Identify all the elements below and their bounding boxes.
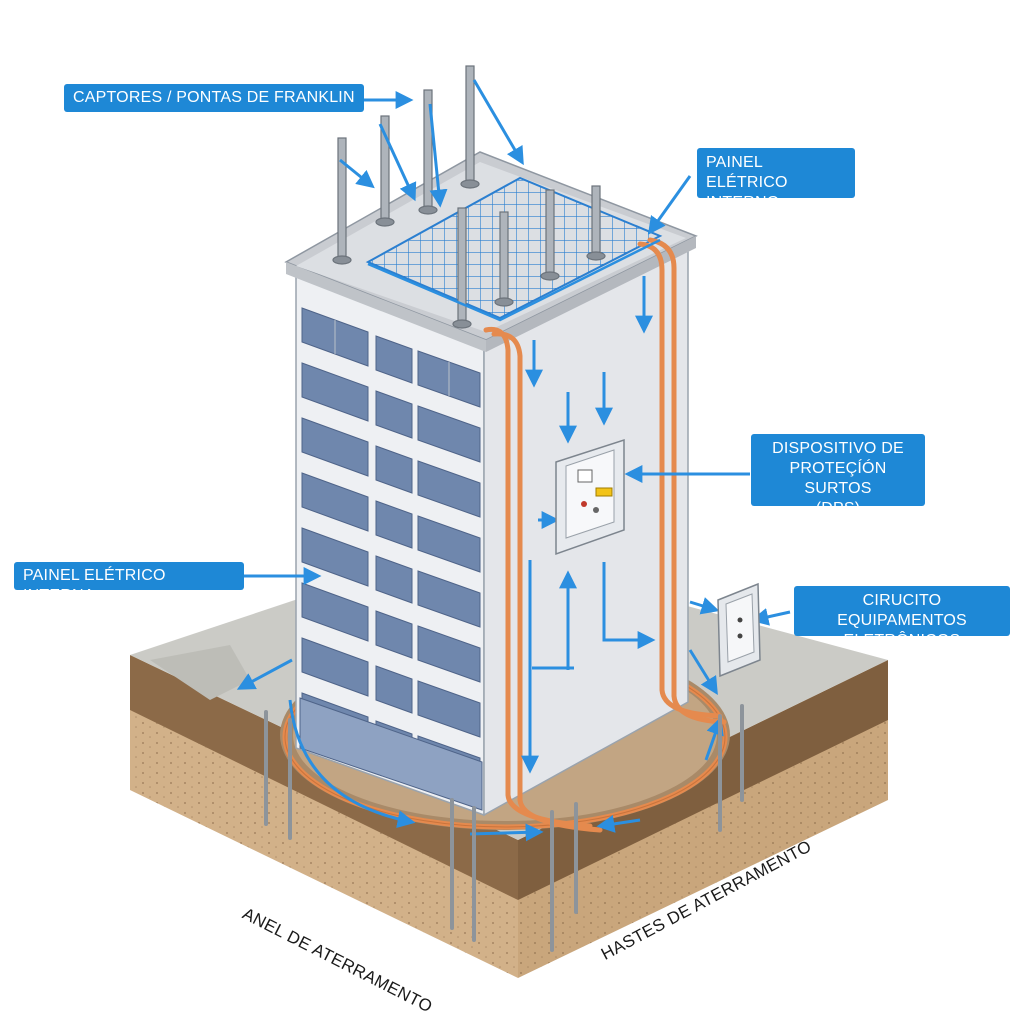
painel-interna-label: PAINEL ELÉTRICO INTERNA <box>23 567 166 604</box>
circuito-line-2: ELETRÔNICOS <box>843 632 961 649</box>
dps-line-1: DISPOSITIVO DE <box>772 440 904 457</box>
circuito-callout: CIRUCITO EQUIPAMENTOS ELETRÔNICOS <box>794 586 1010 649</box>
captores-callout: CAPTORES / PONTAS DE FRANKLIN <box>64 84 364 112</box>
dps-line-3: (DPS) <box>815 500 861 517</box>
entrance-doors <box>299 697 483 811</box>
painel-interna-callout: PAINEL ELÉTRICO INTERNA <box>14 562 244 604</box>
painel-interno-line-2: INTERNO <box>706 194 780 211</box>
painel-interno-callout: PAINEL ELÉTRICO INTERNO <box>697 148 855 211</box>
dps-panel <box>555 438 625 556</box>
grounding-rods <box>264 704 744 952</box>
roof-mesh <box>365 176 663 320</box>
electronics-box <box>717 582 761 678</box>
circuito-line-1: CIRUCITO EQUIPAMENTOS <box>837 592 967 629</box>
dps-callout: DISPOSITIVO DE PROTEÇÍÓN SURTOS (DPS) <box>751 434 925 517</box>
franklin-rods <box>332 65 606 329</box>
painel-interno-line-1: PAINEL ELÉTRICO <box>706 154 788 191</box>
captores-label: CAPTORES / PONTAS DE FRANKLIN <box>73 89 355 106</box>
current-flow-arrows <box>236 79 791 842</box>
dps-line-2: PROTEÇÍÓN SURTOS <box>789 460 887 497</box>
